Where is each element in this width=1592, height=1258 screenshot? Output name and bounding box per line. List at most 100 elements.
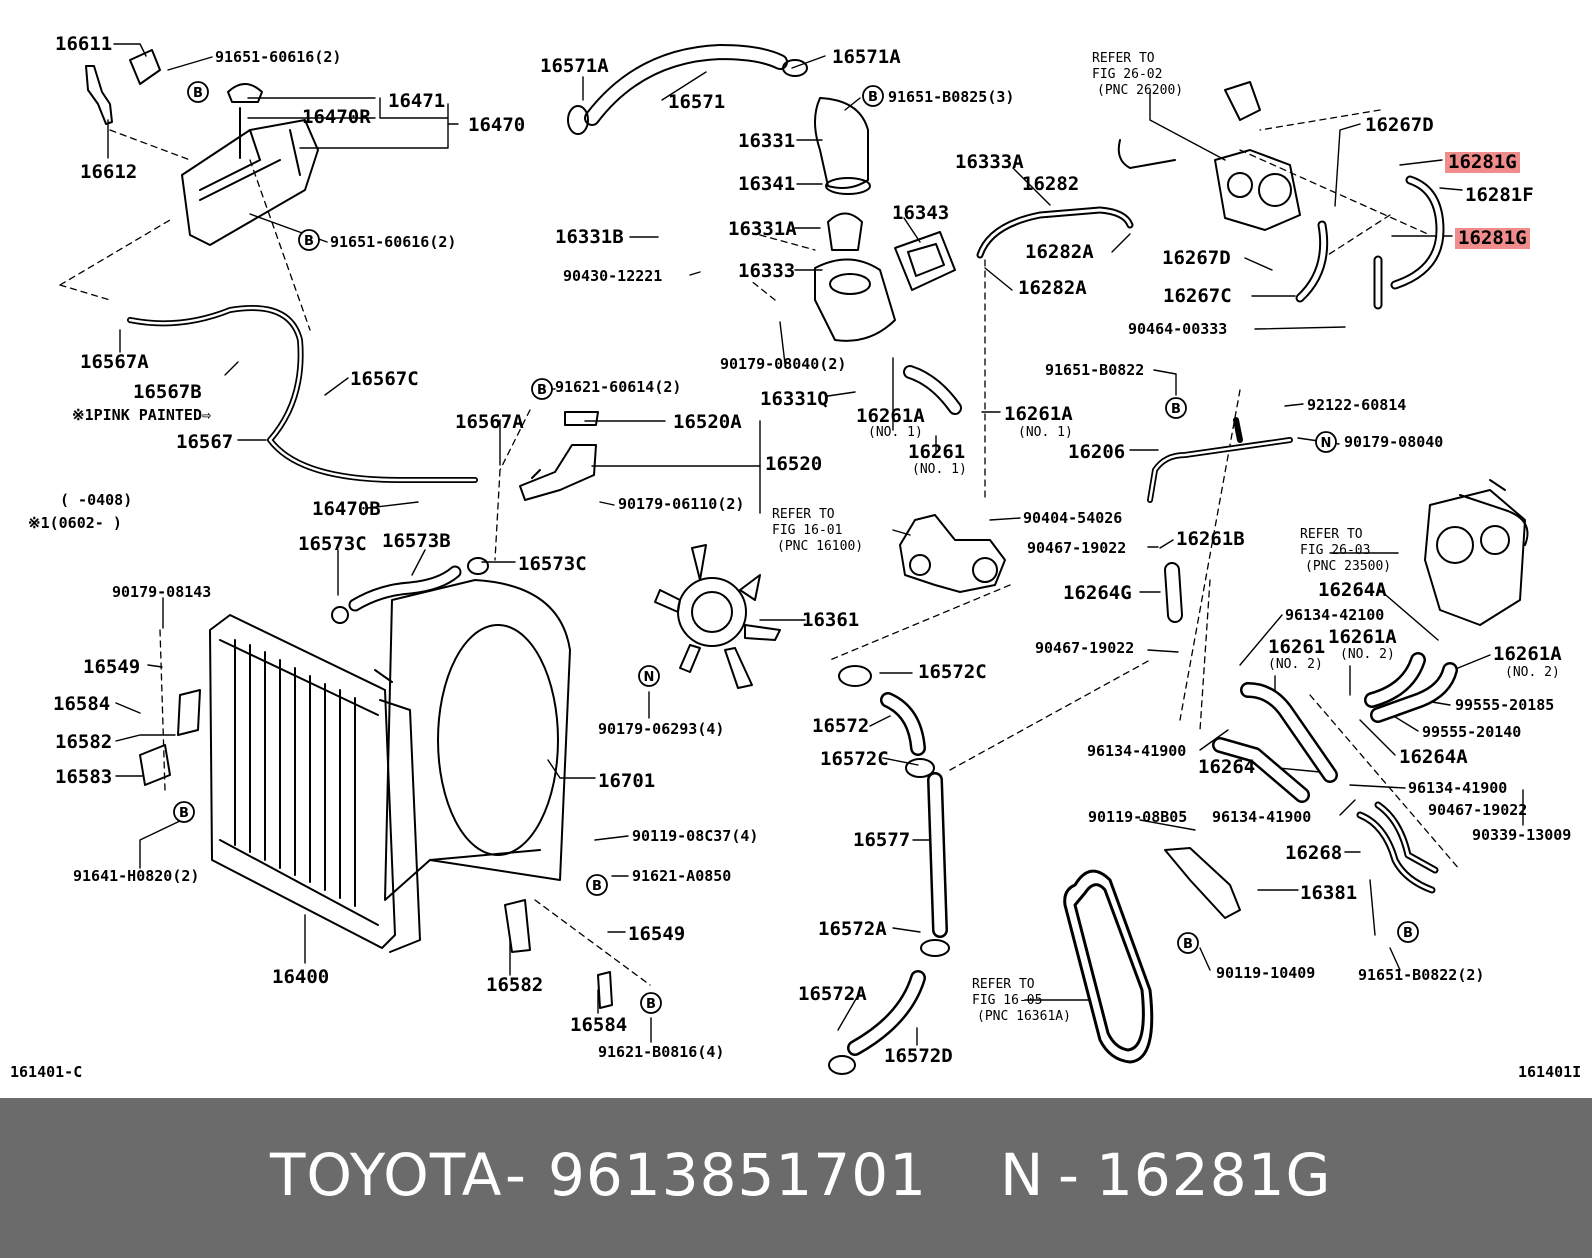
throttle-body — [1117, 81, 1301, 231]
part-label: ( -0408) — [60, 491, 133, 509]
part-label: 16261 — [908, 441, 966, 463]
part-label: FIG 16-01 — [772, 523, 843, 538]
cooling-fan — [654, 544, 781, 689]
part-label: 90404-54026 — [1023, 509, 1123, 527]
part-label: 16264 — [1198, 756, 1256, 778]
part-label: FIG 26-02 — [1092, 67, 1163, 82]
caption-bar: TOYOTA - 9613851701 N - 16281G — [0, 1098, 1592, 1258]
part-label: 16572C — [820, 748, 889, 770]
highlighted-part-label: 16281G — [1445, 152, 1520, 173]
bypass-hose-inner — [978, 208, 1132, 257]
part-label: 16573C — [518, 553, 587, 575]
part-label: 90467-19022 — [1428, 801, 1528, 819]
part-label: 16520A — [673, 411, 742, 433]
injection-pump — [1424, 479, 1529, 626]
part-label: 91651-60616(2) — [330, 233, 457, 251]
reference-marker: B — [862, 85, 884, 107]
lower-hose — [847, 652, 1458, 1056]
water-outlet — [814, 97, 956, 342]
reference-marker-letter: B — [1403, 926, 1413, 941]
part-number: 9613851701 — [548, 1141, 928, 1209]
part-label: 16343 — [892, 202, 950, 224]
part-label: 16470 — [468, 114, 526, 136]
part-label: 16264A — [1318, 579, 1387, 601]
part-label: 16572A — [798, 983, 867, 1005]
part-label: ※1PINK PAINTED⇨ — [72, 406, 211, 424]
part-label: 16572 — [812, 715, 870, 737]
part-prefix: N — [1000, 1141, 1045, 1209]
part-label: 99555-20185 — [1455, 696, 1555, 714]
part-label: 96134-41900 — [1212, 808, 1312, 826]
part-label: 16261A — [1493, 643, 1562, 665]
part-label: 96134-41900 — [1408, 779, 1508, 797]
part-label: 90467-19022 — [1035, 639, 1135, 657]
part-label: 16573C — [298, 533, 367, 555]
part-label: 16520 — [765, 453, 823, 475]
water-inlet — [519, 411, 599, 501]
part-label: 16333A — [955, 151, 1024, 173]
part-label: 16567 — [176, 431, 234, 453]
part-label: 91621-B0816(4) — [598, 1043, 725, 1061]
reference-marker-letter: B — [537, 383, 547, 398]
part-label: 16612 — [80, 161, 138, 183]
part-label: REFER TO — [1300, 527, 1363, 542]
part-label: 16264A — [1399, 746, 1468, 768]
reference-marker-letter: N — [644, 670, 655, 685]
water-pump — [899, 514, 1006, 593]
reference-marker-letter: B — [1171, 402, 1181, 417]
part-label: 91651-B0825(3) — [888, 88, 1015, 106]
part-label: 16341 — [738, 173, 796, 195]
part-label: 16573B — [382, 530, 451, 552]
fan-shroud — [384, 579, 571, 901]
part-label: 90119-08C37(4) — [632, 827, 759, 845]
bracket-16612 — [85, 49, 161, 125]
part-label: 91621-A0850 — [632, 867, 732, 885]
reference-marker-letter: N — [1321, 436, 1332, 451]
part-label: 16261A — [1328, 626, 1397, 648]
part-label: 91651-60616(2) — [215, 48, 342, 66]
part-label: 16282A — [1025, 241, 1094, 263]
part-label: 16571A — [832, 46, 901, 68]
reference-marker: B — [1165, 397, 1187, 419]
part-label: 16331Q — [760, 388, 829, 410]
part-label: (NO. 2) — [1340, 647, 1395, 662]
part-label: 161401I — [1518, 1063, 1582, 1081]
reference-marker-letter: B — [868, 90, 878, 105]
part-label: 16261A — [856, 405, 925, 427]
lower-hose-inner — [849, 654, 1456, 1054]
part-label: 90179-08040(2) — [720, 355, 847, 373]
part-code: 16281G — [1096, 1141, 1332, 1209]
part-label: 16267D — [1162, 247, 1231, 269]
part-label: 90179-08040 — [1344, 433, 1444, 451]
part-label: 90119-08B05 — [1088, 808, 1188, 826]
part-label: (PNC 26200) — [1097, 83, 1184, 98]
part-label: 16571 — [668, 91, 726, 113]
hose-16264g-inner — [1166, 564, 1181, 621]
reference-marker-letter: B — [193, 86, 203, 101]
part-label: (NO. 2) — [1268, 657, 1323, 672]
separator-2: - — [1058, 1141, 1080, 1209]
reference-marker-letter: B — [592, 879, 602, 894]
part-label: 99555-20140 — [1422, 723, 1522, 741]
part-label: 16583 — [55, 766, 113, 788]
part-label: 90119-10409 — [1216, 964, 1316, 982]
part-label: (NO. 2) — [1505, 665, 1560, 680]
part-label: 16282 — [1022, 173, 1080, 195]
part-label: REFER TO — [972, 977, 1035, 992]
reference-marker: B — [298, 229, 320, 251]
part-label: 16267D — [1365, 114, 1434, 136]
part-label: REFER TO — [1092, 51, 1155, 66]
part-label: 16572C — [918, 661, 987, 683]
part-label: 96134-42100 — [1285, 606, 1385, 624]
part-label: 16577 — [853, 829, 911, 851]
bracket-16381 — [1164, 847, 1241, 919]
bracket-16582 — [139, 689, 613, 1009]
part-label: (PNC 16361A) — [977, 1009, 1071, 1024]
part-label: (PNC 16100) — [777, 539, 864, 554]
reference-marker: B — [173, 801, 195, 823]
part-label: 16470B — [312, 498, 381, 520]
part-label: 96134-41900 — [1087, 742, 1187, 760]
part-label: 16701 — [598, 770, 656, 792]
